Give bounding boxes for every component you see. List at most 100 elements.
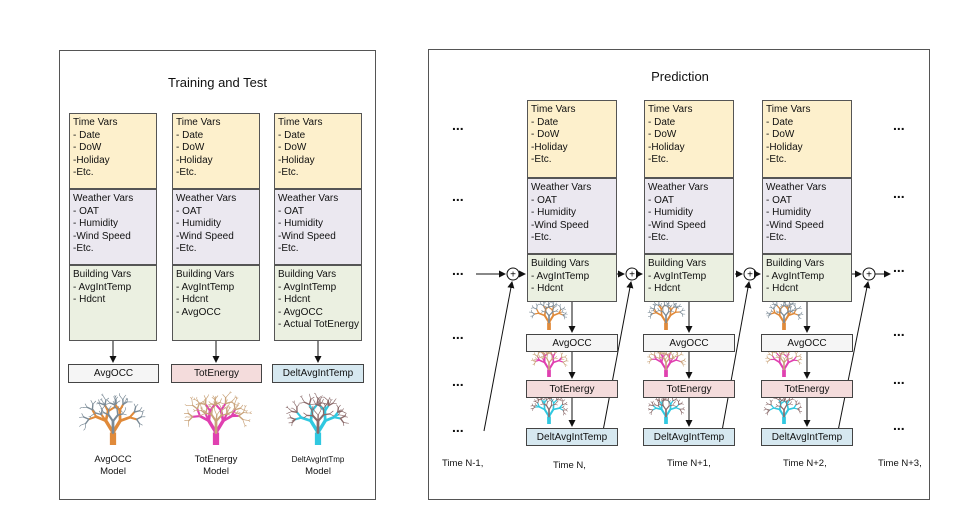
sum-node: + — [506, 267, 520, 281]
training-weather-vars-item: -Etc. — [73, 243, 94, 255]
training-weather-vars-item: - Humidity — [278, 218, 324, 230]
training-weather-vars-item: - OAT — [278, 205, 304, 217]
training-building-vars-item: - AvgIntTemp — [278, 281, 337, 293]
training-time-vars-item: -Holiday — [176, 154, 213, 166]
ellipsis: ... — [893, 259, 905, 275]
training-time-vars: Time Vars- Date- DoW-Holiday-Etc. — [172, 113, 260, 189]
training-building-vars: Building Vars- AvgIntTemp- Hdcnt- AvgOCC… — [274, 265, 362, 341]
sum-node: + — [743, 267, 757, 281]
prediction-time-vars-item: - DoW — [648, 129, 677, 141]
ellipsis: ... — [893, 417, 905, 433]
training-time-vars: Time Vars- Date- DoW-Holiday-Etc. — [274, 113, 362, 189]
prediction-time-vars-item: -Holiday — [648, 141, 685, 153]
prediction-weather-vars-item: -Etc. — [648, 232, 669, 244]
ellipsis: ... — [893, 323, 905, 339]
training-time-vars-item: - DoW — [176, 142, 205, 154]
prediction-weather-vars-item: - Humidity — [766, 207, 812, 219]
training-building-vars-item: - AvgIntTemp — [73, 281, 132, 293]
ellipsis: ... — [452, 188, 464, 204]
prediction-tree-model-icon — [647, 299, 686, 330]
prediction-weather-vars-item: -Wind Speed — [766, 219, 824, 231]
prediction-output-avgocc: AvgOCC — [526, 334, 618, 352]
training-time-vars-item: -Etc. — [278, 167, 299, 179]
training-weather-vars: Weather Vars- OAT- Humidity-Wind Speed-E… — [274, 189, 362, 265]
prediction-building-vars-item: - Hdcnt — [648, 283, 681, 295]
training-output-totenergy: TotEnergy — [171, 364, 262, 383]
prediction-tree-model-icon — [528, 301, 568, 330]
training-building-vars-item: - Actual TotEnergy — [278, 319, 359, 331]
prediction-tree-model-icon — [530, 348, 569, 377]
prediction-time-vars-item: -Holiday — [766, 141, 803, 153]
training-weather-vars-item: -Wind Speed — [176, 230, 234, 242]
prediction-building-vars-header: Building Vars — [766, 258, 825, 269]
prediction-building-vars-header: Building Vars — [531, 258, 590, 269]
training-tree-model-icon — [183, 391, 252, 445]
prediction-time-vars-item: -Etc. — [648, 154, 669, 166]
ellipsis: ... — [893, 371, 905, 387]
feedback-arrow — [837, 281, 871, 432]
model-label-line: DeltAvgIntTmp — [291, 455, 345, 464]
training-time-vars-item: -Etc. — [176, 167, 197, 179]
sum-symbol: + — [510, 270, 516, 281]
time-label: Time N, — [553, 460, 586, 471]
sum-node: + — [862, 267, 876, 281]
prediction-time-vars-item: -Etc. — [531, 154, 552, 166]
training-weather-vars: Weather Vars- OAT- Humidity-Wind Speed-E… — [69, 189, 157, 265]
training-output-deltavgintemp: DeltAvgIntTemp — [272, 364, 364, 383]
prediction-weather-vars-item: -Wind Speed — [648, 219, 706, 231]
feedback-arrow — [721, 281, 752, 432]
prediction-tree-model-icon — [765, 299, 804, 330]
training-time-vars-item: -Holiday — [73, 154, 110, 166]
training-weather-vars-item: -Etc. — [176, 243, 197, 255]
prediction-weather-vars-item: -Etc. — [766, 232, 787, 244]
training-time-vars-item: - Date — [278, 129, 306, 141]
prediction-weather-vars-item: - OAT — [648, 194, 674, 206]
prediction-weather-vars: Weather Vars- OAT- Humidity-Wind Speed-E… — [762, 178, 852, 254]
prediction-weather-vars-item: -Etc. — [531, 232, 552, 244]
ellipsis: ... — [452, 419, 464, 435]
prediction-output-avgocc: AvgOCC — [643, 334, 735, 352]
prediction-time-vars-item: -Etc. — [766, 154, 787, 166]
ellipsis: ... — [452, 373, 464, 389]
training-building-vars-header: Building Vars — [278, 269, 337, 280]
training-time-vars-item: -Holiday — [278, 154, 315, 166]
training-building-vars: Building Vars- AvgIntTemp- Hdcnt — [69, 265, 157, 341]
prediction-building-vars: Building Vars- AvgIntTemp- Hdcnt — [527, 254, 617, 302]
prediction-time-vars: Time Vars- Date- DoW-Holiday-Etc. — [527, 100, 617, 178]
prediction-output-deltavgintemp: DeltAvgIntTemp — [643, 428, 735, 446]
model-label-line: Model — [203, 466, 229, 477]
prediction-building-vars-item: - Hdcnt — [766, 283, 799, 295]
ellipsis: ... — [893, 117, 905, 133]
model-label-line: Model — [100, 466, 126, 477]
prediction-weather-vars-item: - OAT — [766, 194, 792, 206]
prediction-time-vars-header: Time Vars — [648, 104, 693, 115]
sum-symbol: + — [629, 270, 635, 281]
training-time-vars-item: -Etc. — [73, 167, 94, 179]
ellipsis: ... — [452, 117, 464, 133]
model-label-line: TotEnergy — [194, 454, 238, 465]
prediction-output-totenergy: TotEnergy — [643, 380, 735, 398]
prediction-output-deltavgintemp: DeltAvgIntTemp — [526, 428, 618, 446]
prediction-weather-vars-header: Weather Vars — [531, 182, 592, 193]
prediction-building-vars-item: - AvgIntTemp — [648, 270, 707, 282]
training-time-vars-item: - Date — [73, 129, 101, 141]
feedback-arrow — [483, 281, 515, 432]
training-test-title: Training and Test — [167, 75, 267, 90]
training-time-vars-item: - DoW — [278, 142, 307, 154]
prediction-time-vars-header: Time Vars — [531, 104, 576, 115]
training-tree-model-icon — [285, 392, 349, 445]
prediction-tree-model-icon — [647, 348, 687, 377]
training-tree-model-icon — [79, 393, 146, 445]
prediction-time-vars-item: -Holiday — [531, 141, 568, 153]
ellipsis: ... — [893, 185, 905, 201]
ellipsis: ... — [452, 326, 464, 342]
prediction-output-totenergy: TotEnergy — [526, 380, 618, 398]
prediction-building-vars-item: - Hdcnt — [531, 283, 564, 295]
prediction-weather-vars: Weather Vars- OAT- Humidity-Wind Speed-E… — [527, 178, 617, 254]
sum-symbol: + — [747, 270, 753, 281]
training-time-vars: Time Vars- Date- DoW-Holiday-Etc. — [69, 113, 157, 189]
sum-symbol: + — [866, 270, 872, 281]
